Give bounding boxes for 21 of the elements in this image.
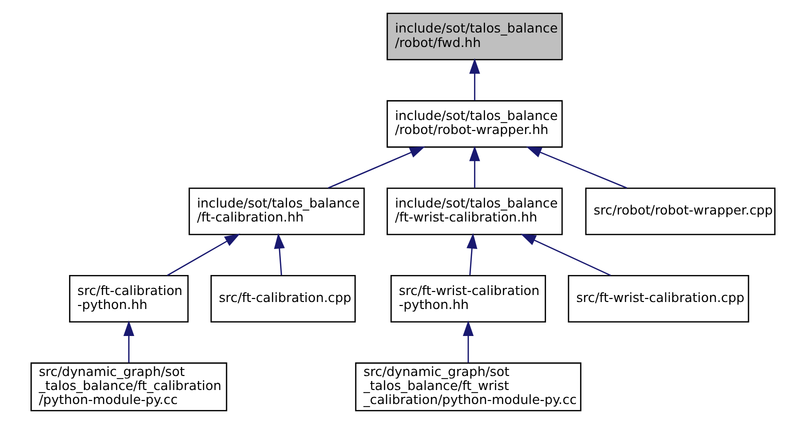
node-box: src/dynamic_graph/sot _talos_balance/ft_wrist _calibration/python-module-py.cc [355,362,582,412]
node-box: include/sot/talos_balance /ft-wrist-calibration.hh [386,188,563,236]
arrow [166,234,240,276]
node-box: src/ft-wrist-calibration -python.hh [390,275,546,323]
node-box: src/ft-calibration.cpp [210,275,356,323]
node-box: include/sot/talos_balance /ft-calibration.hh [188,188,365,236]
arrow [462,320,474,363]
arrow [526,146,628,189]
arrow [466,233,478,276]
arrow [469,146,480,188]
arrow [520,234,611,276]
node-box: src/robot/robot-wrapper.cpp [585,188,776,236]
arrow [328,146,426,189]
arrow [469,58,480,100]
node-box: include/sot/talos_balance /robot/robot-wrapper.hh [386,100,563,148]
node-box: src/ft-calibration -python.hh [69,275,189,323]
node-box: include/sot/talos_balance /robot/fwd.hh [386,12,563,60]
node-box: src/ft-wrist-calibration.cpp [568,275,750,323]
node-box: src/dynamic_graph/sot _talos_balance/ft_calibration /python-module-py.cc [30,362,228,412]
arrow [274,233,285,276]
arrow [123,320,134,363]
